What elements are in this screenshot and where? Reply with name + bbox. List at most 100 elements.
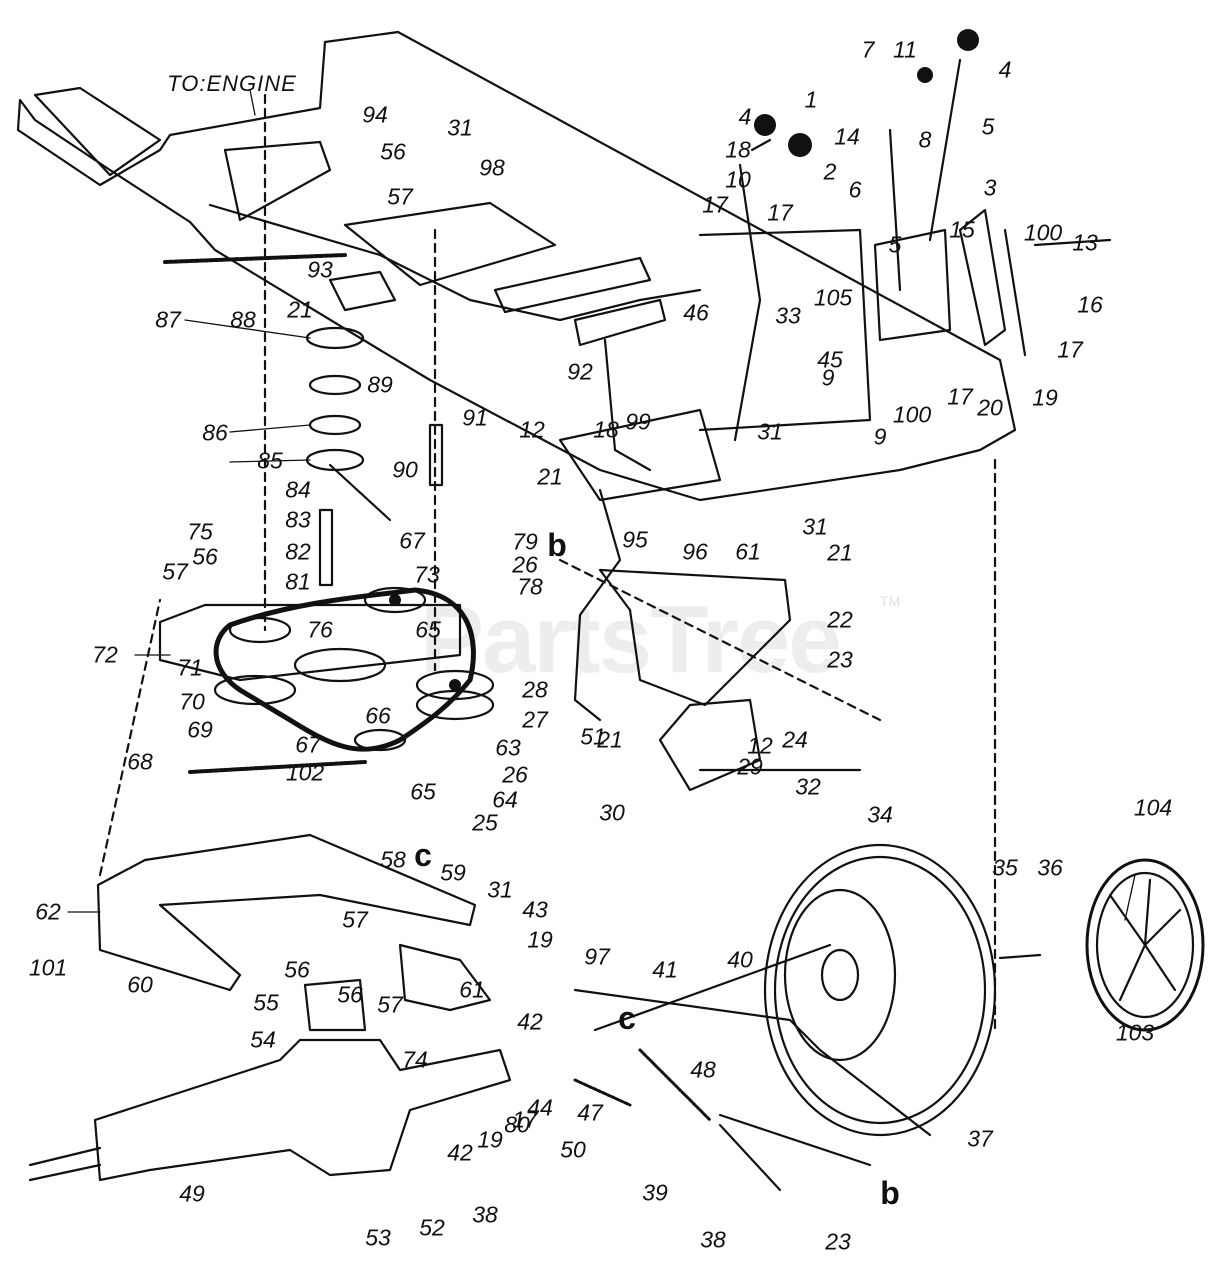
part-callout: 102 xyxy=(285,759,325,786)
part-callout: 57 xyxy=(342,906,368,933)
part-callout: 38 xyxy=(700,1226,726,1253)
part-callout: 19 xyxy=(477,1126,503,1153)
part-callout: 70 xyxy=(179,688,205,715)
part-callout: 14 xyxy=(834,123,860,150)
part-callout: 68 xyxy=(127,748,153,775)
part-callout: 26 xyxy=(512,551,538,578)
part-callout: 100 xyxy=(1023,219,1063,246)
part-callout: 100 xyxy=(892,401,932,428)
part-callout: 98 xyxy=(479,154,505,181)
trademark-symbol: TM xyxy=(880,593,901,609)
part-callout: 21 xyxy=(827,539,853,566)
part-callout: 25 xyxy=(472,809,498,836)
part-callout: 39 xyxy=(642,1179,668,1206)
part-callout: 65 xyxy=(415,616,441,643)
part-callout: 66 xyxy=(365,702,391,729)
part-callout: 42 xyxy=(517,1008,543,1035)
part-callout: 17 xyxy=(512,1106,538,1133)
part-callout: 26 xyxy=(502,761,528,788)
part-callout: 16 xyxy=(1077,291,1103,318)
part-callout: 56 xyxy=(192,543,218,570)
part-callout: 17 xyxy=(947,383,973,410)
part-callout: 73 xyxy=(414,561,440,588)
part-callout: 11 xyxy=(893,36,917,63)
part-callout: 31 xyxy=(447,114,473,141)
part-callout: 34 xyxy=(867,801,893,828)
part-callout: 67 xyxy=(399,527,425,554)
part-callout: 57 xyxy=(387,183,413,210)
hub-cap xyxy=(1085,858,1205,1032)
ref-letter-b: b xyxy=(547,527,567,563)
part-callout: 21 xyxy=(597,726,623,753)
part-callout: 9 xyxy=(821,364,835,391)
part-callout: 104 xyxy=(1133,794,1173,821)
part-callout: 71 xyxy=(177,654,203,681)
ref-letter-b: b xyxy=(880,1175,900,1211)
part-callout: 84 xyxy=(285,476,311,503)
to-engine-label: TO:ENGINE xyxy=(167,71,297,96)
part-callout: 50 xyxy=(560,1136,586,1163)
part-callout: 38 xyxy=(472,1201,498,1228)
part-callout: 12 xyxy=(747,732,773,759)
part-callout: 21 xyxy=(537,463,563,490)
part-callout: 23 xyxy=(827,646,853,673)
part-callout: 92 xyxy=(567,358,593,385)
part-callout: 31 xyxy=(802,513,828,540)
part-callout: 51 xyxy=(580,723,606,750)
part-callout: 83 xyxy=(285,506,311,533)
part-callout: 18 xyxy=(725,136,751,163)
part-callout: 4 xyxy=(998,56,1012,83)
part-callout: 41 xyxy=(652,956,678,983)
part-callout: 103 xyxy=(1115,1019,1155,1046)
part-callout: 49 xyxy=(179,1180,205,1207)
part-callout: 86 xyxy=(202,419,228,446)
part-callout: 17 xyxy=(1057,336,1083,363)
part-callout: 22 xyxy=(827,606,853,633)
part-callout: 52 xyxy=(419,1214,445,1241)
part-callout: 15 xyxy=(949,216,975,243)
part-callout: 9 xyxy=(873,423,887,450)
pulley-plate xyxy=(158,603,462,682)
part-callout: 53 xyxy=(365,1224,391,1251)
part-callout: 3 xyxy=(983,174,997,201)
part-callout: 10 xyxy=(725,166,751,193)
watermark: PartsTree xyxy=(420,586,842,693)
part-callout: 79 xyxy=(512,528,538,555)
part-callout: 13 xyxy=(1072,229,1098,256)
part-callout: 48 xyxy=(690,1056,716,1083)
part-callout: 37 xyxy=(967,1125,993,1152)
part-callout: 81 xyxy=(285,568,311,595)
part-callout: 23 xyxy=(825,1228,851,1255)
part-callout: 57 xyxy=(377,991,403,1018)
part-callout: 19 xyxy=(527,926,553,953)
part-callout: 67 xyxy=(295,731,321,758)
part-callout: 61 xyxy=(459,976,485,1003)
part-callout: 69 xyxy=(187,716,213,743)
part-callout: 99 xyxy=(625,408,651,435)
part-callout: 20 xyxy=(977,394,1003,421)
part-callout: 65 xyxy=(410,778,436,805)
part-callout: 56 xyxy=(284,956,310,983)
part-callout: 12 xyxy=(519,416,545,443)
part-callout: 36 xyxy=(1037,854,1063,881)
part-callout: 31 xyxy=(487,876,513,903)
part-callout: 44 xyxy=(527,1094,553,1121)
part-callout: 35 xyxy=(992,854,1018,881)
part-callout: 85 xyxy=(257,447,283,474)
part-callout: 76 xyxy=(307,616,333,643)
transaxle xyxy=(93,1038,512,1182)
part-callout: 4 xyxy=(738,103,752,130)
part-callout: 75 xyxy=(187,518,213,545)
lower-cover xyxy=(96,833,477,992)
part-callout: 82 xyxy=(285,538,311,565)
part-callout: 63 xyxy=(495,734,521,761)
ref-letter-c: c xyxy=(618,1000,636,1036)
part-callout: 43 xyxy=(522,896,548,923)
part-callout: 87 xyxy=(155,306,181,333)
part-callout: 32 xyxy=(795,773,821,800)
part-callout: 105 xyxy=(813,284,853,311)
part-callout: 31 xyxy=(757,418,783,445)
part-callout: 95 xyxy=(622,526,648,553)
part-callout: 80 xyxy=(504,1111,530,1138)
